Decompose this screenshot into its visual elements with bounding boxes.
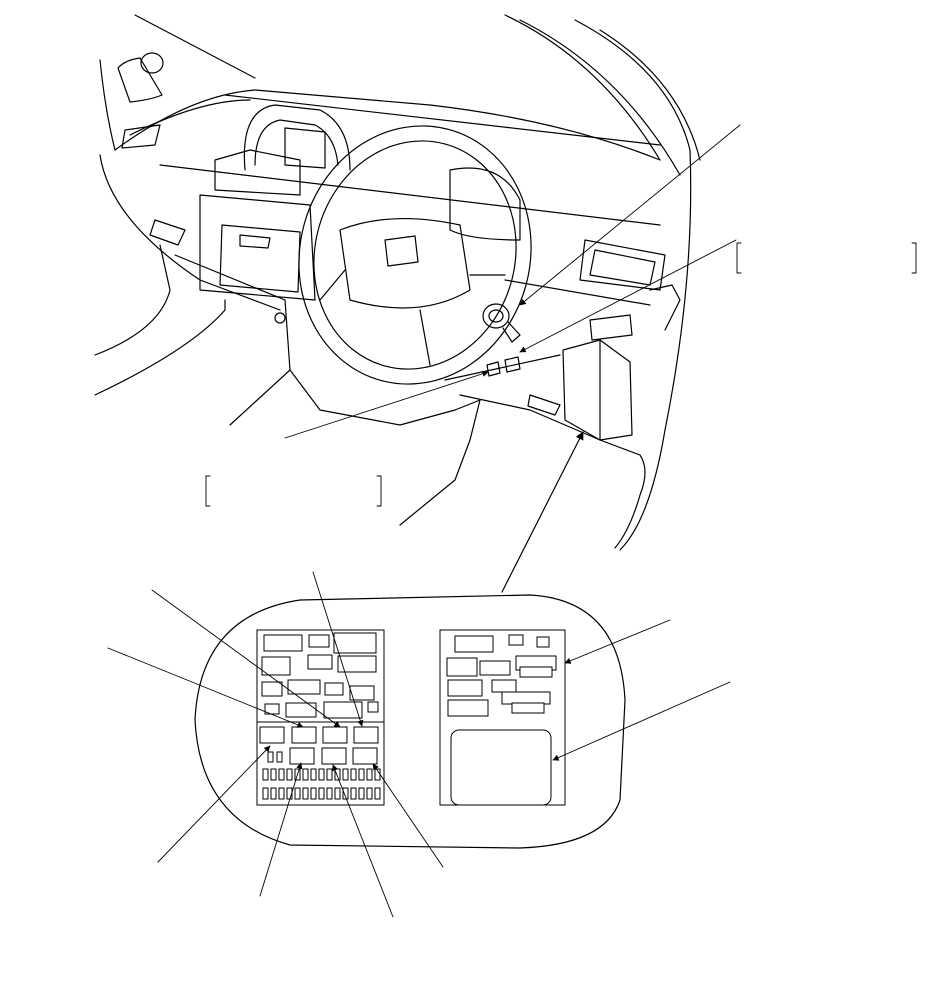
callout-oval <box>194 594 626 849</box>
bracket-label-left <box>205 475 382 507</box>
dashboard-illustration <box>94 14 701 551</box>
callout-pointer-arrow <box>501 431 584 593</box>
right-relay-panel <box>439 629 566 806</box>
upper-leader-lines <box>284 124 741 439</box>
callout-leader-lines <box>107 571 731 918</box>
fuse-row-top <box>262 768 381 781</box>
left-fuse-panel <box>256 629 385 806</box>
bracket-label-right <box>736 242 917 274</box>
fuse-row-bottom <box>262 787 381 800</box>
